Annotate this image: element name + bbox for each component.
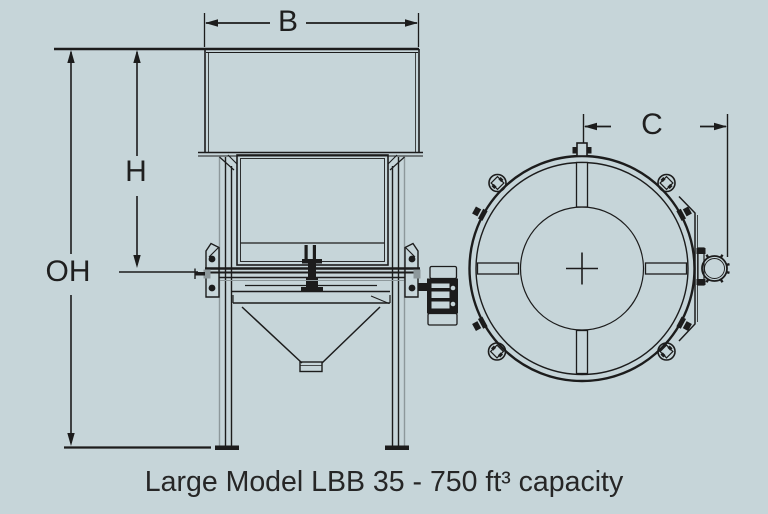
rim-bolt-lower-right xyxy=(676,316,692,331)
clamp-ear-top-left xyxy=(488,173,507,193)
vibrator-motor xyxy=(418,265,458,326)
front-view xyxy=(54,47,458,450)
clamp-ear-bottom-right xyxy=(657,342,676,361)
center-mark xyxy=(566,252,598,285)
discharge-hopper xyxy=(232,295,391,373)
center-bag-clamp xyxy=(301,245,323,292)
support-legs xyxy=(215,156,409,450)
clamp-ear-top-right xyxy=(657,173,676,193)
top-box xyxy=(54,47,423,157)
foot-left xyxy=(215,445,239,450)
grate-spokes xyxy=(476,161,688,375)
dimension-annotations xyxy=(64,13,729,449)
dim-b xyxy=(203,13,420,47)
outlet-port xyxy=(701,255,728,282)
dim-label-b: B xyxy=(277,5,299,38)
foot-right xyxy=(385,445,409,450)
top-bolt xyxy=(572,142,592,157)
bag-compartment xyxy=(227,154,398,266)
rim-bolt-lower-left xyxy=(472,316,488,331)
clamp-bracket-left xyxy=(194,242,220,298)
dim-label-h: H xyxy=(125,155,147,188)
rim-bolt-upper-left xyxy=(472,206,488,221)
dim-c xyxy=(582,114,729,257)
side-outlet xyxy=(678,195,730,342)
dim-oh xyxy=(64,50,211,449)
dim-label-oh: OH xyxy=(45,255,91,288)
clamp-ear-bottom-left xyxy=(487,342,507,361)
rim-bolt-upper-right xyxy=(676,206,692,221)
dim-label-c: C xyxy=(641,108,663,141)
discharge-spout xyxy=(299,361,323,373)
figure-caption: Large Model LBB 35 - 750 ft³ capacity xyxy=(144,466,624,498)
dim-h xyxy=(119,50,198,273)
frame-rails xyxy=(205,267,420,293)
top-view xyxy=(468,142,730,383)
